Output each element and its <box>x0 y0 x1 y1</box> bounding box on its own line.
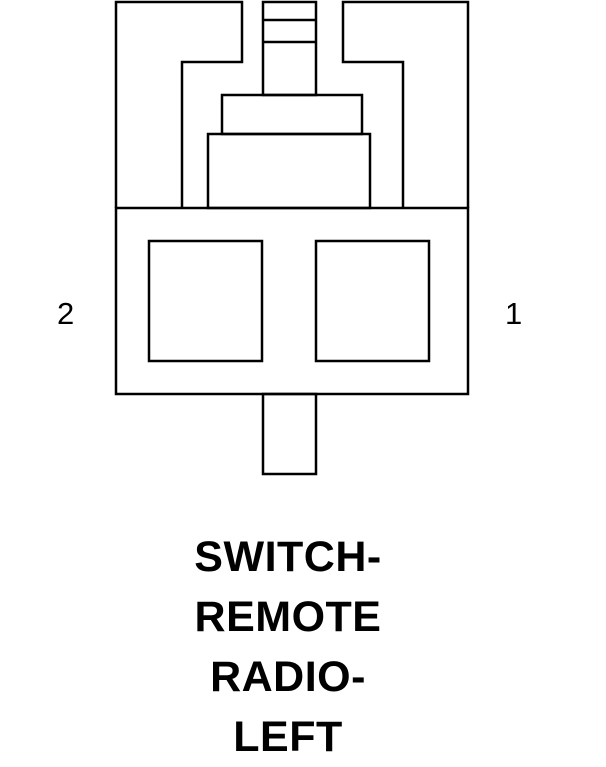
title-line: REMOTE <box>194 593 382 641</box>
component-title: SWITCH- REMOTE RADIO- LEFT <box>0 527 576 767</box>
pin-cavity-2 <box>147 239 264 363</box>
actuator-lower-step <box>206 132 372 210</box>
connector-body <box>114 206 470 396</box>
latch-post <box>261 0 318 97</box>
actuator-upper-step <box>220 93 364 136</box>
pin-label-2: 2 <box>57 296 74 331</box>
bottom-tab <box>261 392 318 476</box>
title-line: LEFT <box>233 713 343 761</box>
housing-outer-frame <box>114 0 244 208</box>
pin-label-1: 1 <box>505 296 522 331</box>
title-line: SWITCH- <box>194 533 382 581</box>
title-line: RADIO- <box>210 653 366 701</box>
pin-cavity-1 <box>314 239 431 363</box>
housing-outer-frame-right <box>341 0 470 208</box>
